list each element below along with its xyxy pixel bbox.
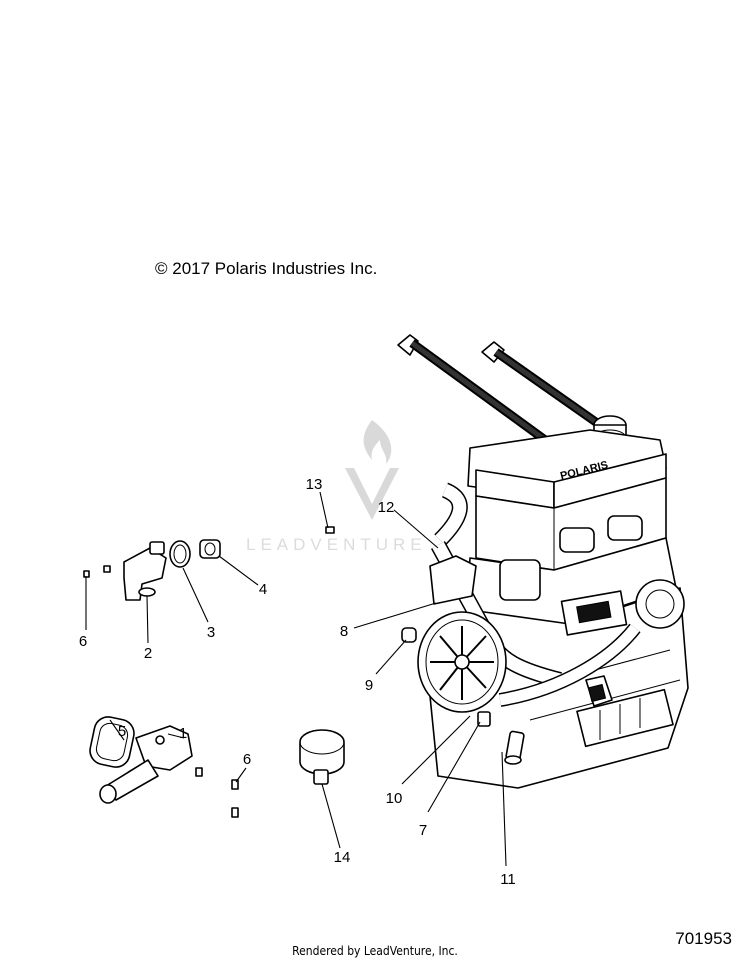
callout-10: 10	[386, 790, 403, 807]
watermark-logo: LEADVENTURE	[246, 420, 427, 554]
callout-12: 12	[378, 499, 395, 516]
callout-13: 13	[306, 476, 323, 493]
callout-3: 3	[207, 624, 215, 641]
outlet-housing-parts	[89, 526, 417, 818]
callout-numbers: 1 2 3 4 5 6 6 7 8 9 10 11 12 13 14	[79, 476, 516, 888]
rendered-by-footer: Rendered by LeadVenture, Inc.	[292, 944, 458, 958]
callout-8: 8	[340, 623, 348, 640]
callout-2: 2	[144, 645, 152, 662]
leader-lines	[85, 491, 507, 867]
callout-7: 7	[419, 822, 427, 839]
copyright-notice: © 2017 Polaris Industries Inc.	[155, 259, 378, 278]
callout-5: 5	[118, 723, 126, 740]
callout-14: 14	[334, 849, 351, 866]
engine-assembly: POLARIS	[397, 334, 689, 789]
diagram-number: 701953	[675, 929, 732, 948]
callout-11: 11	[500, 871, 516, 888]
callout-4: 4	[259, 581, 267, 598]
watermark-text: LEADVENTURE	[246, 535, 427, 554]
thermostat-housing-parts	[83, 539, 221, 601]
callout-6-lower: 6	[243, 751, 251, 768]
callout-1: 1	[179, 725, 187, 742]
callout-6-upper: 6	[79, 633, 87, 650]
callout-9: 9	[365, 677, 373, 694]
